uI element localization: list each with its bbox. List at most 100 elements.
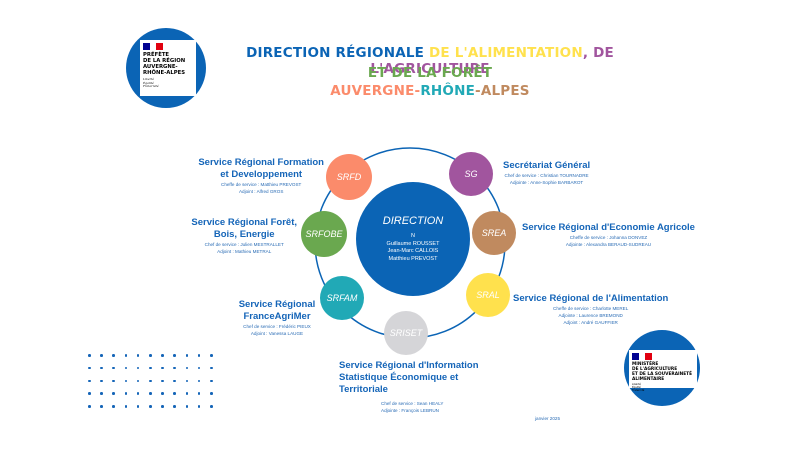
dot [185,366,189,370]
dot [136,366,140,370]
service-srfobe: Service Régional Forêt, Bois, Energie Ch… [191,217,297,255]
service-person: Adjoint : André GAUFFIER [563,320,618,325]
dot [210,405,213,408]
dot [136,354,140,357]
dot [185,405,189,408]
dot [100,392,103,395]
dot [124,379,128,383]
dot [161,366,164,370]
dot [124,366,128,370]
dot [100,379,103,383]
service-person: Adjointe : Laurence BREMOND [558,313,623,318]
dot [88,379,91,383]
node-srfam: SRFAM [320,276,364,320]
logo-line: ALIMENTAIRE [632,377,665,382]
dot [112,392,115,395]
direction-person: Jean-Marc CALLOIS [387,248,439,254]
dot [88,354,91,357]
service-name: Bois, Energie [213,229,275,240]
logo-line: RHÔNE-ALPES [143,70,186,76]
motto: Liberté [143,77,155,81]
motto: Égalité [632,386,641,389]
service-name: Service Régional de l'Alimentation [513,293,669,304]
dot [197,366,201,370]
node-sriset: SRISET [384,311,428,355]
logo-line: MINISTÈRE [632,362,659,367]
service-person: Adjoint : Vanessa LAUGE [250,331,304,336]
dot [100,405,103,408]
node-srfd: SRFD [326,154,372,200]
dot [149,366,152,370]
page-title: DIRECTION RÉGIONALE DE L'ALIMENTATION, D… [200,45,660,77]
service-srea: Service Régional d'Economie Agricole Che… [522,222,695,248]
service-person: Adjoint : Alfred GROS [238,189,284,194]
service-person: Cheffe de service : Johanna DONVEZ [569,235,648,240]
logo-line: DE L'AGRICULTURE [632,367,678,372]
logo-line: ET DE LA SOUVERAINETÉ [632,372,693,377]
dot [124,354,128,357]
prefecture-logo: PRÉFÈTE DE LA RÉGION AUVERGNE- RHÔNE-ALP… [126,28,206,108]
service-name: FranceAgriMer [243,311,311,322]
title-part: -ALPES [475,83,530,99]
dot [185,379,189,383]
dot [112,366,115,370]
dot [197,405,201,408]
direction-label: DIRECTION [382,215,444,227]
direction-person: N [411,233,415,239]
dot [185,354,189,357]
date-label: janvier 2025 [535,416,561,421]
service-person: Adjointe : Alexandra BERAUD-SUDREAU [565,242,652,247]
logo-line: AUVERGNE- [143,64,178,70]
logo-line: DE LA RÉGION [143,58,186,64]
service-person: Adjointe : Anne-Sophie BARBAROT [509,180,584,185]
service-person: Chef de service : Julien MESTRALLET [204,242,284,247]
service-name: Service Régional d'Information [339,360,479,371]
service-person: Cheffe de service : Matthieu PREVOST [221,182,302,187]
service-sriset: Service Régional d'Information Statistiq… [339,360,507,414]
dot [210,366,213,370]
title-part: , DE L'AGRICULTURE [370,45,614,77]
direction-person: Matthieu PREVOST [388,255,438,262]
direction-node: DIRECTION N Guillaume ROUSSET Jean-Marc … [356,182,470,296]
dot [173,354,176,357]
dot [173,392,176,395]
dot [149,379,152,383]
dot [149,354,152,357]
dot [112,354,115,357]
node-sg: SG [449,152,493,196]
dot [124,405,128,408]
dot [197,392,201,395]
dot [161,392,164,395]
service-name: Secrétariat Général [503,160,591,171]
flag-icon [143,43,164,50]
dot [88,366,91,370]
ministry-logo: MINISTÈRE DE L'AGRICULTURE ET DE LA SOUV… [624,330,700,406]
title-part: RHÔNE [420,83,476,99]
service-name: Service Régional Formation [198,157,324,168]
service-name: Service Régional d'Economie Agricole [522,222,695,233]
dot [88,392,91,395]
dot [100,354,103,357]
service-person: Cheffe de service : Charlotte MEREL [553,306,629,311]
title-part: DE L'ALIMENTATION [429,45,583,61]
direction-person: Guillaume ROUSSET [386,240,440,247]
dot [210,379,213,383]
dot [210,354,213,357]
dot [161,405,164,408]
service-sral: Service Régional de l'Alimentation Cheff… [513,293,668,326]
dot [173,366,176,370]
service-name: et Developpement [220,169,303,180]
dot [173,379,176,383]
service-name: Statistique Économique et Territoriale [339,372,459,395]
dot [161,354,164,357]
node-srfobe: SRFOBE [301,211,347,257]
title-line2: ET DE LA FORÊT [367,65,493,81]
dot [149,405,152,408]
service-person: Chef de service : Frédéric PIEUX [243,324,311,329]
node-srea: SREA [472,211,516,255]
dot [112,405,115,408]
motto: Égalité [143,80,154,85]
dot [124,392,128,395]
service-person: Adjoint : Mathieu METRAL [217,249,272,254]
dot [136,405,140,408]
